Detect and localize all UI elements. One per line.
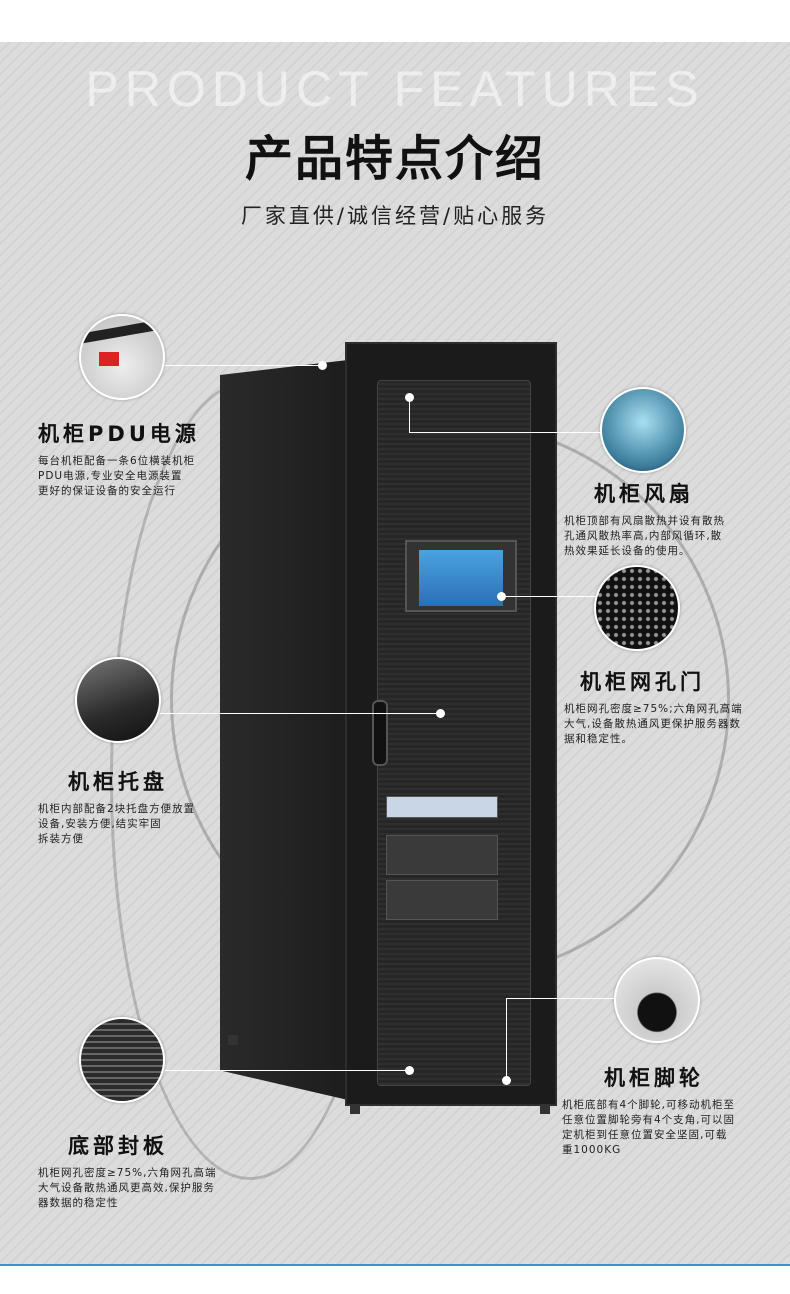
door-glass [377, 380, 531, 1086]
server-unit [386, 880, 498, 920]
divider [0, 1264, 790, 1266]
feature-pdu: 机柜PDU电源 每台机柜配备一条6位横装机柜 PDU电源,专业安全电源装置更好的保… [38, 418, 200, 499]
cabinet-touch-screen [405, 540, 517, 612]
feature-desc: 拆装方便 [38, 833, 84, 845]
feature-title: 机柜网孔门 [580, 670, 705, 694]
feature-fan: 机柜风扇 机柜顶部有风扇散热并设有散热孔通风散热率高,内部风循环,散热效果延长设… [564, 478, 725, 559]
page-subtitle: 厂家直供/诚信经营/贴心服务 [240, 204, 550, 228]
page-title: 产品特点介绍 [244, 131, 545, 187]
feature-title: 机柜脚轮 [604, 1066, 704, 1090]
leader-line [506, 998, 615, 999]
fan-icon [600, 387, 686, 473]
feature-desc: 定机柜到任意位置安全坚固,可载 [562, 1129, 728, 1141]
feature-desc: 每台机柜配备一条6位横装机柜 [38, 455, 196, 467]
cabinet-foot [228, 1035, 238, 1045]
cabinet-side-panel [220, 360, 348, 1100]
leader-line [409, 397, 410, 432]
leader-dot [436, 709, 445, 718]
feature-title: 机柜PDU电源 [38, 422, 200, 446]
leader-line [165, 365, 322, 366]
feature-casters: 机柜脚轮 机柜底部有4个脚轮,可移动机柜至任意位置脚轮旁有4个支角,可以固定机柜… [562, 1062, 735, 1158]
feature-desc: 更好的保证设备的安全运行 [38, 485, 176, 497]
feature-desc: 设备,安装方便,结实牢固 [38, 818, 162, 830]
server-unit [386, 835, 498, 875]
feature-mesh-door: 机柜网孔门 机柜网孔密度≥75%;六角网孔高端大气,设备散热通风更保护服务器数据… [564, 666, 743, 747]
feature-title: 机柜风扇 [594, 482, 694, 506]
feature-tray: 机柜托盘 机柜内部配备2块托盘方便放置设备,安装方便,结实牢固拆装方便 [38, 766, 195, 847]
leader-line [506, 998, 507, 1080]
feature-desc: 机柜底部有4个脚轮,可移动机柜至 [562, 1099, 736, 1111]
leader-dot [405, 1066, 414, 1075]
cabinet-foot [540, 1104, 550, 1114]
feature-desc: 据和稳定性。 [564, 733, 633, 745]
feature-bottom-plate: 底部封板 机柜网孔密度≥75%,六角网孔高端大气设备散热通风更高效,保护服务器数… [38, 1130, 216, 1211]
leader-dot [405, 393, 414, 402]
leader-line [165, 1070, 409, 1071]
feature-title: 底部封板 [68, 1134, 168, 1158]
leader-line [501, 596, 596, 597]
door-handle [372, 700, 388, 766]
feature-desc: 孔通风散热率高,内部风循环,散 [564, 530, 723, 542]
ghost-heading: PRODUCT FEATURES [85, 61, 705, 117]
feature-desc: 任意位置脚轮旁有4个支角,可以固 [562, 1114, 736, 1126]
cabinet-front-door [345, 342, 557, 1106]
leader-dot [497, 592, 506, 601]
feature-desc: 重1000KG [562, 1144, 622, 1156]
leader-dot [318, 361, 327, 370]
feature-desc: 机柜网孔密度≥75%,六角网孔高端 [38, 1167, 217, 1179]
feature-desc: PDU电源,专业安全电源装置 [38, 470, 183, 482]
feature-title: 机柜托盘 [68, 770, 168, 794]
feature-desc: 机柜内部配备2块托盘方便放置 [38, 803, 196, 815]
patch-panel [386, 796, 498, 818]
bottom-plate-icon [79, 1017, 165, 1103]
feature-desc: 大气设备散热通风更高效,保护服务 [38, 1182, 215, 1194]
leader-line [409, 432, 601, 433]
feature-desc: 机柜顶部有风扇散热并设有散热 [564, 515, 725, 527]
feature-desc: 器数据的稳定性 [38, 1197, 119, 1209]
tray-icon [75, 657, 161, 743]
mesh-icon [594, 565, 680, 651]
caster-wheel-icon [614, 957, 700, 1043]
leader-dot [502, 1076, 511, 1085]
feature-desc: 机柜网孔密度≥75%;六角网孔高端 [564, 703, 743, 715]
cabinet-foot [350, 1104, 360, 1114]
pdu-icon [79, 314, 165, 400]
feature-desc: 热效果延长设备的使用。 [564, 545, 691, 557]
leader-line [160, 713, 440, 714]
feature-desc: 大气,设备散热通风更保护服务器数 [564, 718, 741, 730]
